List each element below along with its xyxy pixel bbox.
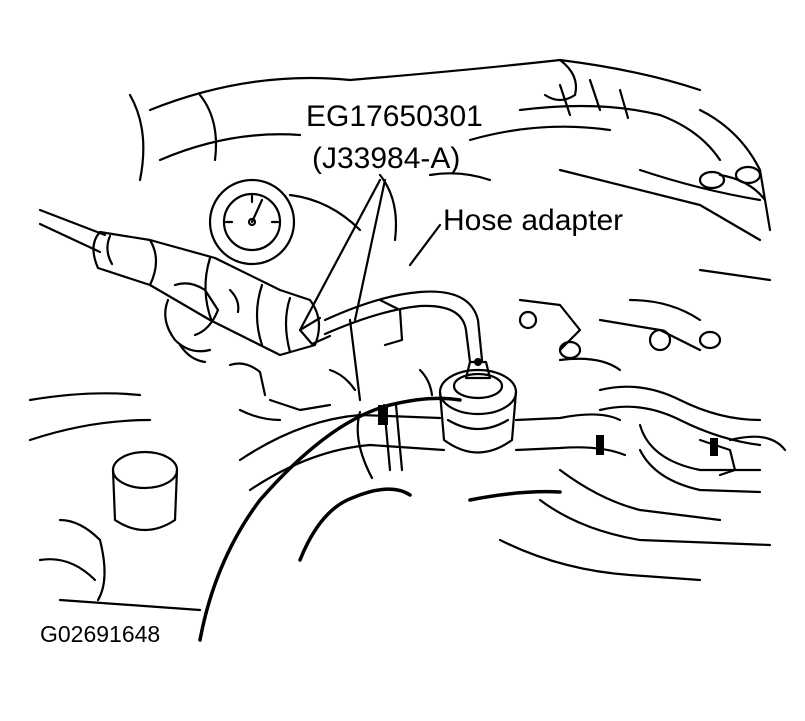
tool-number-label: EG17650301 — [306, 100, 483, 133]
coolant-reservoir — [28, 392, 202, 612]
radiator-hose — [238, 403, 627, 492]
clamp-1 — [378, 405, 388, 425]
hose-fitting-dot — [474, 358, 482, 366]
intake-manifold — [128, 58, 772, 242]
clamp-3 — [710, 438, 718, 456]
right-side-components — [498, 268, 787, 582]
pressure-gauge — [208, 178, 296, 266]
leader-lines — [298, 178, 442, 332]
hose-adapter — [298, 290, 484, 364]
center-bracket — [228, 298, 622, 422]
radiator-cap-tester — [38, 208, 321, 364]
cable — [198, 396, 562, 642]
filler-neck — [438, 360, 518, 454]
hose-adapter-label: Hose adapter — [443, 204, 624, 237]
clamp-2 — [596, 435, 604, 455]
figure-id: G02691648 — [40, 621, 161, 647]
tool-alt-number-label: (J33984-A) — [312, 142, 461, 175]
